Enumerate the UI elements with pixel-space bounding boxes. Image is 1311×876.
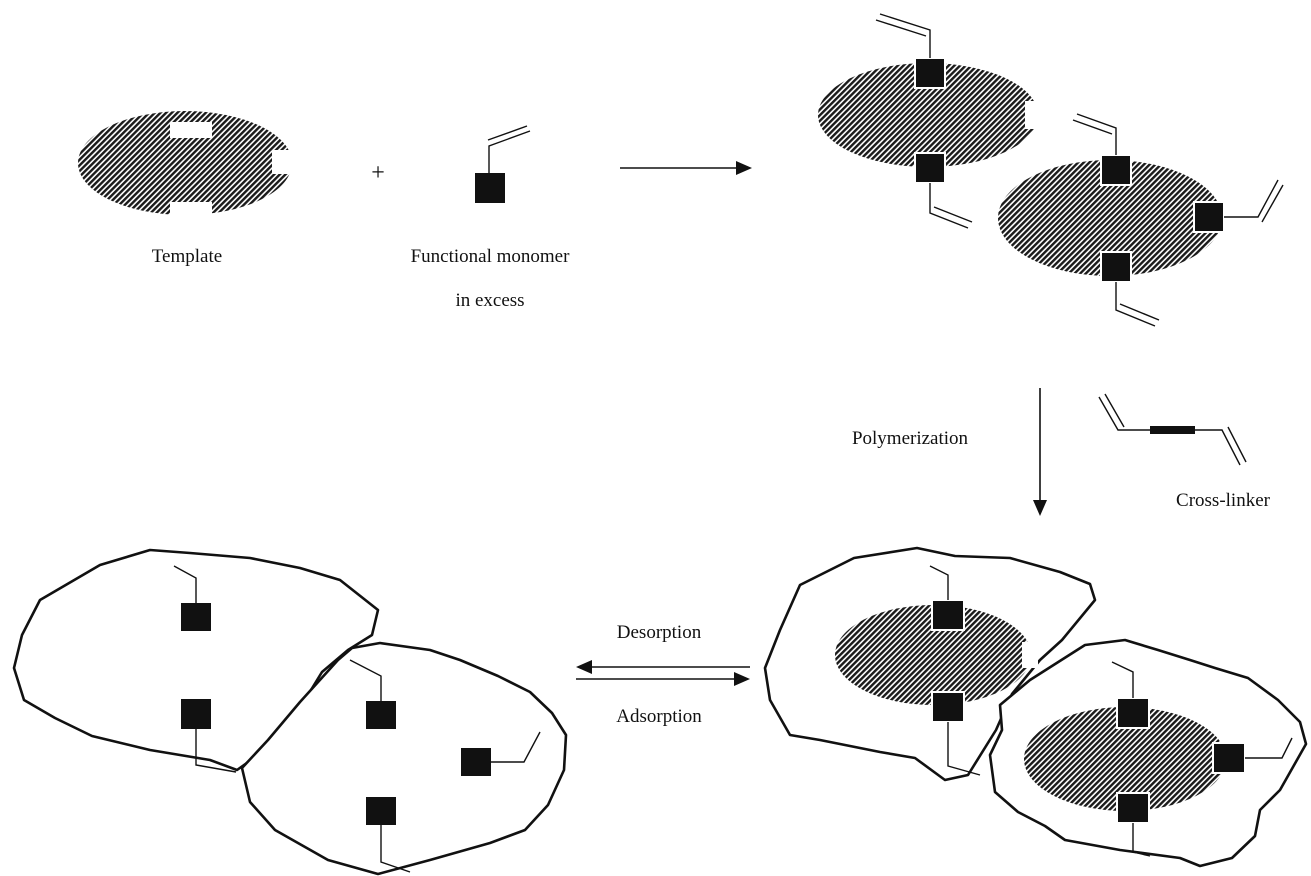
imprinted-polymer-empty-cavities (12, 548, 568, 876)
template-label: Template (152, 246, 222, 267)
cross-linker (1098, 393, 1247, 466)
functional-monomer-label-line2: in excess (455, 290, 524, 311)
polymerization-label: Polymerization (852, 428, 969, 449)
equilibrium-arrows (576, 660, 750, 686)
functional-monomer-label: Functional monomer (411, 246, 571, 267)
template-molecule (78, 111, 292, 215)
desorption-label: Desorption (617, 622, 702, 643)
plus-sign: + (371, 160, 385, 186)
polymerization-arrow (1033, 388, 1047, 516)
template-monomer-complex (818, 13, 1284, 327)
cross-linker-label: Cross-linker (1176, 490, 1271, 511)
functional-monomer (475, 125, 531, 203)
reaction-arrow-right (620, 161, 752, 175)
imprinted-polymer-with-template (763, 546, 1308, 868)
adsorption-label: Adsorption (616, 706, 702, 727)
